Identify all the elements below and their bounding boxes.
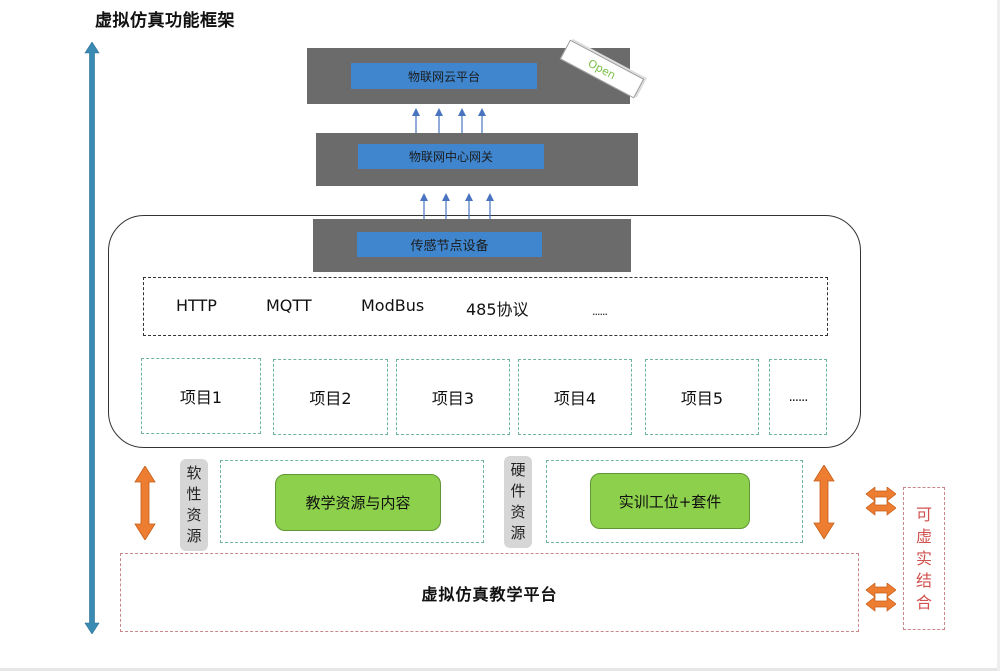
- vr-char-3: 实: [915, 548, 932, 568]
- sensor-label: 传感节点设备: [357, 232, 542, 257]
- hard-char-3: 资: [510, 503, 526, 521]
- project-4: 项目4: [518, 359, 632, 435]
- protocol-http: HTTP: [176, 296, 217, 315]
- cloud-platform-label: 物联网云平台: [351, 63, 537, 89]
- vr-char-2: 虚: [915, 526, 932, 546]
- hard-resource-label: 硬 件 资 源: [504, 456, 532, 548]
- right-vertical-orange-arrow-icon: [813, 465, 835, 539]
- vr-char-5: 合: [915, 592, 932, 612]
- soft-char-2: 性: [186, 485, 202, 503]
- project-2: 项目2: [273, 359, 388, 435]
- hard-char-1: 硬: [510, 461, 526, 479]
- protocol-modbus: ModBus: [361, 296, 425, 315]
- project-5: 项目5: [645, 359, 759, 435]
- bottom-edge: [0, 668, 1000, 671]
- protocol-485: 485协议: [466, 300, 529, 319]
- teaching-content-box: 教学资源与内容: [275, 474, 441, 531]
- vertical-axis-arrow-icon: [84, 42, 100, 634]
- gateway-label: 物联网中心网关: [358, 144, 544, 169]
- training-kit-box: 实训工位+套件: [590, 473, 750, 529]
- project-1: 项目1: [141, 358, 261, 434]
- diagram-title: 虚拟仿真功能框架: [95, 11, 235, 31]
- protocol-more: ......: [592, 305, 608, 318]
- project-more: ......: [769, 359, 827, 435]
- left-vertical-orange-arrow-icon: [134, 466, 156, 540]
- hard-resource-box: [546, 460, 803, 543]
- project-3: 项目3: [396, 359, 510, 435]
- virtual-real-box: 可 虚 实 结 合: [903, 487, 945, 630]
- right-edge: [997, 0, 1000, 671]
- protocol-mqtt: MQTT: [266, 296, 312, 315]
- soft-resource-label: 软 性 资 源: [180, 459, 208, 551]
- uplink-arrows-icon: [412, 108, 486, 134]
- protocol-box: [143, 277, 828, 336]
- vr-char-1: 可: [915, 504, 932, 524]
- soft-char-3: 资: [186, 506, 202, 524]
- lower-horizontal-double-arrow-icon: [866, 583, 896, 612]
- hard-char-4: 源: [510, 524, 526, 542]
- soft-resource-box: [220, 460, 484, 543]
- soft-char-1: 软: [186, 464, 202, 482]
- upper-horizontal-double-arrow-icon: [866, 487, 896, 516]
- teaching-platform-box: 虚拟仿真教学平台: [120, 553, 859, 632]
- hard-char-2: 件: [510, 482, 526, 500]
- soft-char-4: 源: [186, 527, 202, 545]
- vr-char-4: 结: [915, 570, 932, 590]
